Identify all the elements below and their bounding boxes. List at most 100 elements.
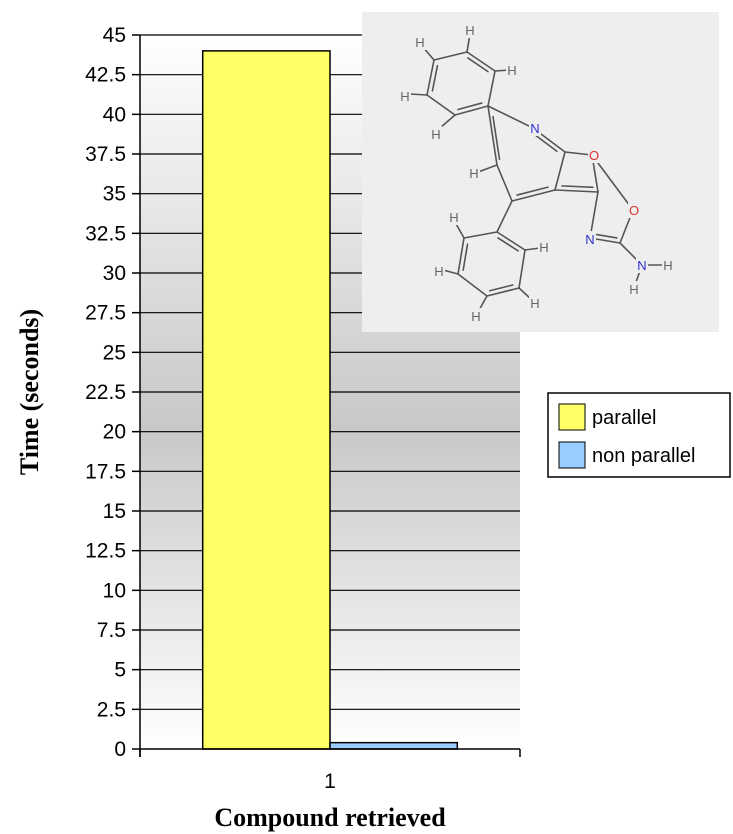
- molecule-bond: [439, 114, 456, 129]
- bars: [201, 50, 459, 750]
- molecule-bond: [487, 105, 498, 166]
- hydrogen-atom-label-bg: [538, 239, 550, 255]
- y-tick-label: 5: [114, 659, 126, 682]
- nitrogen-atom-label-bg: [529, 120, 541, 136]
- y-tick-label: 30: [103, 262, 126, 285]
- legend-swatch-parallel: [558, 403, 586, 431]
- molecule-bond: [487, 70, 496, 107]
- molecule-bond: [467, 57, 489, 73]
- molecule-bond: [524, 247, 541, 251]
- molecule-bond: [454, 105, 489, 116]
- y-tick-label: 0: [114, 738, 126, 761]
- inset-background: [362, 12, 719, 332]
- molecule-bond: [516, 186, 549, 196]
- hydrogen-atom: H: [434, 264, 443, 279]
- y-tick-label: 32.5: [85, 222, 126, 245]
- nitrogen-atom: N: [585, 232, 594, 247]
- molecule-bond: [492, 115, 501, 161]
- nitrogen-atom-label-bg: [584, 231, 596, 247]
- hydrogen-atom: H: [400, 89, 409, 104]
- hydrogen-atom-label-bg: [628, 281, 640, 297]
- hydrogen-atom-label-bg: [506, 62, 518, 78]
- y-tick-label: 7.5: [97, 619, 126, 642]
- molecule-bond: [486, 287, 520, 297]
- y-tick-label: 40: [103, 103, 126, 126]
- molecule-bond: [457, 102, 483, 111]
- molecule-bond: [442, 269, 459, 275]
- hydrogen-atom-label-bg: [414, 34, 426, 50]
- hydrogen-atom: H: [663, 258, 672, 273]
- molecule-bond: [477, 164, 498, 173]
- molecule-bond: [496, 200, 513, 233]
- hydrogen-atom: H: [507, 63, 516, 78]
- x-axis-title: Compound retrieved: [214, 803, 446, 832]
- hydrogen-atom: H: [469, 166, 478, 181]
- hydrogen-atom-label-bg: [662, 257, 674, 273]
- molecule-bond: [462, 243, 469, 271]
- molecule-bond: [488, 284, 514, 292]
- molecule-bond: [426, 94, 456, 116]
- hydrogen-atom: H: [449, 210, 458, 225]
- y-tick-label: 15: [103, 500, 126, 523]
- y-tick-label: 20: [103, 421, 126, 444]
- hydrogen-atom: H: [530, 296, 539, 311]
- y-tick-label: 10: [103, 579, 126, 602]
- hydrogen-atom: H: [415, 35, 424, 50]
- oxygen-atom-label-bg: [588, 147, 600, 163]
- y-tick-label: 45: [103, 24, 126, 47]
- oxygen-atom-label-bg: [628, 202, 640, 218]
- molecule-bond: [561, 185, 594, 189]
- hydrogen-atom: H: [465, 23, 474, 38]
- molecule-bond: [511, 189, 556, 202]
- y-tick-label: 35: [103, 183, 126, 206]
- molecule-bond: [497, 237, 519, 252]
- molecule-bond: [409, 93, 428, 96]
- molecule-bond: [533, 133, 558, 153]
- nitrogen-atom: N: [530, 121, 539, 136]
- hydrogen-atom-label-bg: [448, 209, 460, 225]
- hydrogen-atom-label-bg: [468, 165, 480, 181]
- hydrogen-atom-label-bg: [399, 88, 411, 104]
- oxygen-atom: O: [589, 148, 599, 163]
- legend: parallel non parallel: [547, 392, 731, 478]
- legend-swatch-non-parallel: [558, 441, 586, 469]
- hydrogen-atom-label-bg: [433, 263, 445, 279]
- nitrogen-atom-label-bg: [636, 257, 648, 273]
- y-tick-label: 2.5: [97, 698, 126, 721]
- oxygen-atom: O: [629, 203, 639, 218]
- y-axis-title: Time (seconds): [15, 309, 44, 475]
- molecule-bond: [496, 231, 526, 251]
- hydrogen-atom-label-bg: [470, 308, 482, 324]
- molecule-bond: [426, 59, 435, 96]
- y-tick-label: 17.5: [85, 460, 126, 483]
- hydrogen-atom: H: [629, 282, 638, 297]
- y-tick-label: 22.5: [85, 381, 126, 404]
- molecule-bond: [433, 51, 468, 61]
- y-tick-label: 27.5: [85, 302, 126, 325]
- y-tick-label: 37.5: [85, 143, 126, 166]
- y-tick-label: 25: [103, 341, 126, 364]
- molecule-bond: [589, 191, 599, 239]
- hydrogen-atom: H: [431, 127, 440, 142]
- bar-non-parallel: [329, 741, 459, 750]
- molecule-bond: [564, 151, 593, 156]
- molecule-bond: [457, 237, 465, 275]
- hydrogen-atom-label-bg: [529, 295, 541, 311]
- molecule-bond: [496, 164, 513, 202]
- molecule-bond: [457, 273, 488, 297]
- molecule-bond: [431, 64, 439, 92]
- y-axis-ticks: 02.557.51012.51517.52022.52527.53032.535…: [85, 24, 140, 761]
- molecule-bond: [591, 154, 634, 211]
- hydrogen-atom-label-bg: [430, 126, 442, 142]
- y-tick-label: 42.5: [85, 64, 126, 87]
- legend-label-parallel: parallel: [592, 407, 656, 429]
- molecule-bond: [463, 231, 498, 239]
- molecule-bond: [554, 151, 566, 191]
- hydrogen-atom: H: [471, 309, 480, 324]
- hydrogen-atom: H: [539, 240, 548, 255]
- molecule-bond: [466, 51, 496, 72]
